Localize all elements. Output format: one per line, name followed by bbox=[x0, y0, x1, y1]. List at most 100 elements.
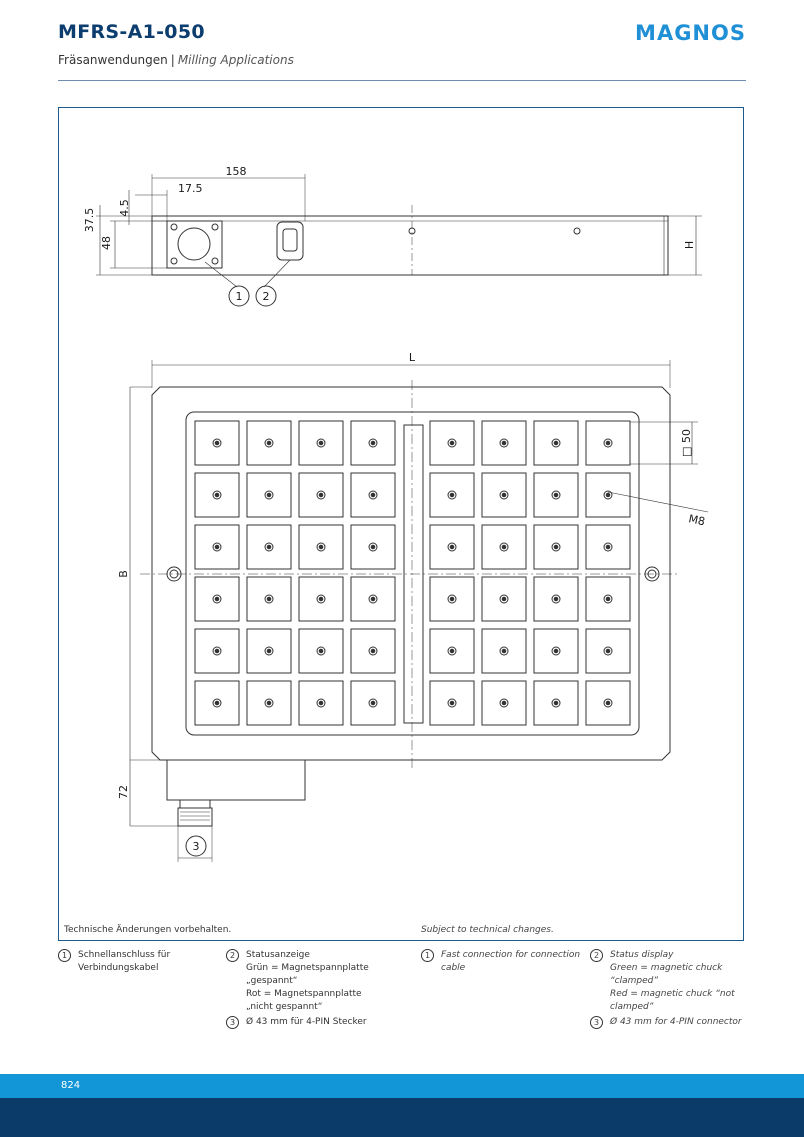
status-display-icon bbox=[276, 221, 304, 261]
pole-square bbox=[533, 628, 579, 674]
thread-hole-icon bbox=[264, 698, 274, 708]
pole-square bbox=[298, 472, 344, 518]
dim-top-width: 158 bbox=[226, 165, 247, 178]
pole-square bbox=[298, 680, 344, 726]
thread-hole-icon bbox=[447, 490, 457, 500]
thread-hole-center bbox=[449, 440, 455, 446]
pole-square bbox=[194, 628, 240, 674]
pole-square bbox=[481, 576, 527, 622]
legend-number: 1 bbox=[421, 949, 434, 962]
thread-hole-icon bbox=[368, 490, 378, 500]
pole-square bbox=[350, 524, 396, 570]
thread-hole-center bbox=[605, 492, 611, 498]
thread-hole-icon bbox=[316, 438, 326, 448]
thread-hole-center bbox=[449, 492, 455, 498]
callout-3-label: 3 bbox=[193, 840, 200, 853]
thread-hole-center bbox=[449, 700, 455, 706]
pole-square bbox=[533, 680, 579, 726]
thread-hole-center bbox=[605, 596, 611, 602]
thread-hole-center bbox=[553, 596, 559, 602]
footer-base bbox=[0, 1098, 804, 1137]
pole-square bbox=[585, 576, 631, 622]
legend-en-col1: 1 Fast connection for connection cable bbox=[421, 949, 586, 975]
thread-hole-center bbox=[553, 544, 559, 550]
page-subtitle: Fräsanwendungen|Milling Applications bbox=[58, 53, 294, 67]
pole-square bbox=[585, 628, 631, 674]
thread-hole-center bbox=[605, 544, 611, 550]
thread-hole-icon bbox=[212, 438, 222, 448]
thread-hole-center bbox=[501, 648, 507, 654]
thread-hole-center bbox=[214, 440, 220, 446]
thread-hole-icon bbox=[499, 490, 509, 500]
legend-de-col2: 2 Statusanzeige Grün = Magnetspannplatte… bbox=[226, 949, 396, 1029]
thread-hole-icon bbox=[603, 490, 613, 500]
pole-square bbox=[350, 472, 396, 518]
thread-hole-center bbox=[553, 648, 559, 654]
thread-hole-icon bbox=[603, 698, 613, 708]
thread-hole-center bbox=[370, 492, 376, 498]
thread-hole-icon bbox=[499, 646, 509, 656]
thread-hole-icon bbox=[212, 594, 222, 604]
legend-text: Ø 43 mm für 4-PIN Stecker bbox=[246, 1017, 367, 1027]
legend-number: 2 bbox=[226, 949, 239, 962]
pole-square bbox=[246, 628, 292, 674]
legend-text: Status display Green = magnetic chuck “c… bbox=[610, 950, 735, 1012]
thread-hole-center bbox=[214, 544, 220, 550]
pole-square bbox=[585, 524, 631, 570]
legend-de-item-2: 2 Statusanzeige Grün = Magnetspannplatte… bbox=[226, 949, 396, 1014]
pole-square bbox=[298, 576, 344, 622]
pole-square bbox=[481, 472, 527, 518]
thread-hole-center bbox=[214, 700, 220, 706]
thread-hole-center bbox=[605, 648, 611, 654]
thread-hole-icon bbox=[368, 542, 378, 552]
legend-en-item-2: 2 Status display Green = magnetic chuck … bbox=[590, 949, 750, 1014]
thread-hole-icon bbox=[499, 594, 509, 604]
thread-hole-center bbox=[553, 700, 559, 706]
thread-hole-center bbox=[266, 648, 272, 654]
pole-square bbox=[194, 524, 240, 570]
legend-text: Statusanzeige Grün = Magnetspannplatte „… bbox=[246, 950, 369, 1012]
thread-hole-center bbox=[449, 596, 455, 602]
thread-hole-icon bbox=[368, 594, 378, 604]
thread-hole-icon bbox=[264, 542, 274, 552]
mount-hole-right bbox=[644, 566, 660, 582]
subtitle-german: Fräsanwendungen bbox=[58, 53, 168, 67]
pole-square bbox=[298, 524, 344, 570]
thread-hole-center bbox=[501, 596, 507, 602]
pole-square bbox=[429, 472, 475, 518]
thread-hole-center bbox=[318, 492, 324, 498]
thread-hole-icon bbox=[603, 438, 613, 448]
thread-hole-icon bbox=[447, 594, 457, 604]
connector-housing bbox=[166, 759, 306, 801]
thread-hole-center bbox=[370, 544, 376, 550]
thread-hole-center bbox=[370, 440, 376, 446]
pole-square bbox=[533, 524, 579, 570]
note-english: Subject to technical changes. bbox=[421, 925, 554, 935]
thread-hole-center bbox=[501, 492, 507, 498]
thread-hole-icon bbox=[212, 698, 222, 708]
technical-drawing: 158 17.5 4.5 37.5 48 H L B □ 50 M8 72 1 … bbox=[83, 165, 709, 862]
thread-hole-icon bbox=[499, 698, 509, 708]
pole-square bbox=[481, 420, 527, 466]
pole-square bbox=[429, 420, 475, 466]
legend-number: 1 bbox=[58, 949, 71, 962]
thread-hole-icon bbox=[551, 698, 561, 708]
header-divider bbox=[58, 80, 746, 81]
side-view-body bbox=[151, 215, 669, 276]
thread-hole-icon bbox=[447, 542, 457, 552]
thread-hole-center bbox=[370, 596, 376, 602]
legend-de-col1: 1 Schnellanschluss für Verbindungskabel bbox=[58, 949, 218, 975]
pole-square bbox=[429, 628, 475, 674]
thread-hole-center bbox=[553, 440, 559, 446]
thread-hole-center bbox=[318, 544, 324, 550]
thread-hole-icon bbox=[551, 594, 561, 604]
thread-hole-icon bbox=[212, 542, 222, 552]
thread-hole-center bbox=[449, 648, 455, 654]
thread-hole-center bbox=[266, 440, 272, 446]
pole-square bbox=[429, 524, 475, 570]
subtitle-separator: | bbox=[170, 53, 175, 67]
thread-hole-icon bbox=[447, 646, 457, 656]
dim-width: B bbox=[117, 570, 130, 578]
legend-de-item-1: 1 Schnellanschluss für Verbindungskabel bbox=[58, 949, 218, 975]
thread-hole-center bbox=[214, 492, 220, 498]
